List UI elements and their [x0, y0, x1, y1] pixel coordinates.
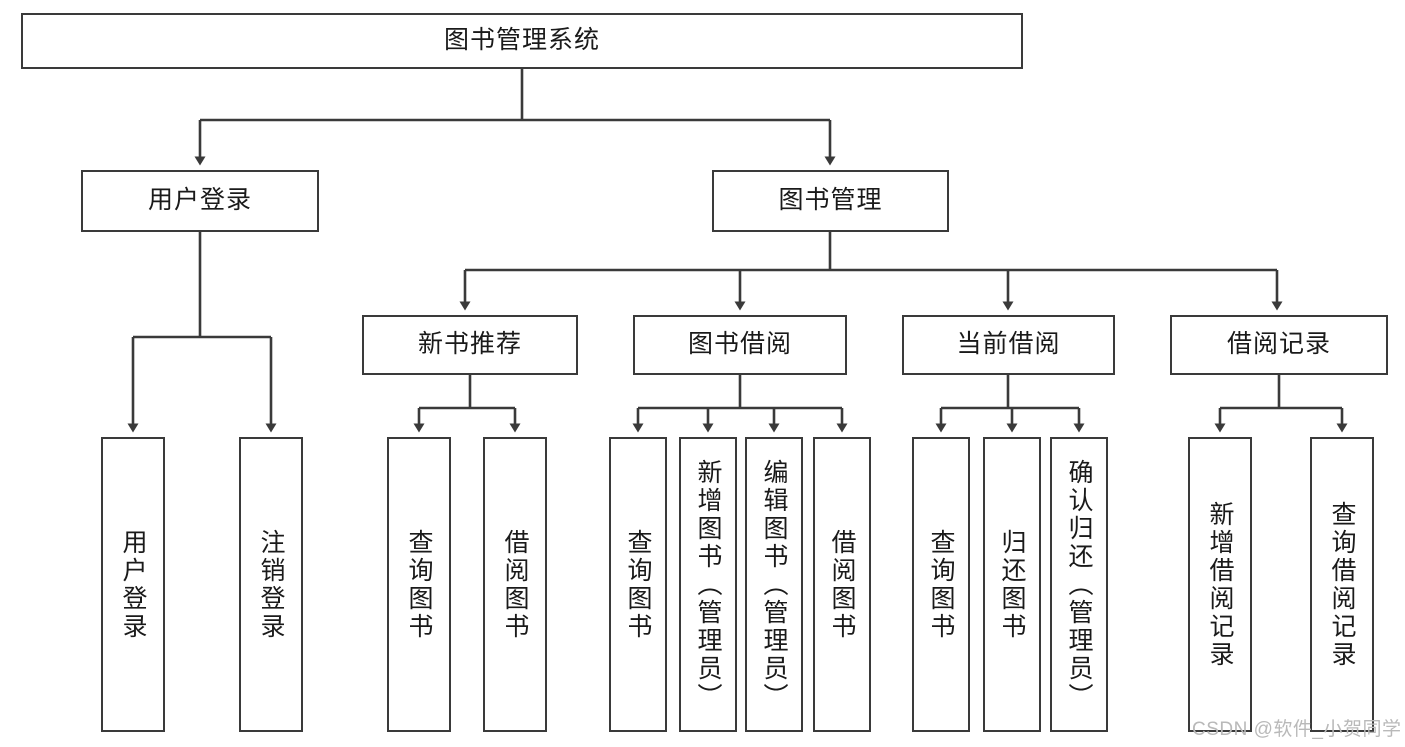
node-root[interactable]: 图书管理系统	[21, 13, 1023, 69]
watermark-text: CSDN @软件_小贺同学	[1192, 719, 1402, 740]
node-label: 图书管理系统	[443, 26, 600, 55]
node-label: 当前借阅	[956, 330, 1061, 359]
leaf-node[interactable]: 新增借阅记录	[1188, 437, 1252, 732]
node-label: 借阅记录	[1226, 330, 1331, 359]
node-label: 确认归还（管理员）	[1065, 458, 1093, 711]
node-level1-book-management[interactable]: 图书管理	[712, 170, 949, 232]
leaf-node[interactable]: 借阅图书	[813, 437, 871, 732]
leaf-node[interactable]: 新增图书（管理员）	[679, 437, 737, 732]
node-level2-current-borrow[interactable]: 当前借阅	[902, 315, 1115, 375]
node-label: 图书管理	[778, 186, 883, 215]
node-label: 新增借阅记录	[1206, 500, 1234, 669]
leaf-node[interactable]: 借阅图书	[483, 437, 547, 732]
node-level2-borrow-record[interactable]: 借阅记录	[1170, 315, 1388, 375]
leaf-node[interactable]: 编辑图书（管理员）	[745, 437, 803, 732]
node-label: 借阅图书	[828, 528, 856, 641]
node-label: 查询图书	[624, 528, 652, 641]
node-label: 归还图书	[998, 528, 1026, 641]
node-label: 查询图书	[405, 528, 433, 641]
node-level2-new-book-recommend[interactable]: 新书推荐	[362, 315, 578, 375]
leaf-node[interactable]: 查询借阅记录	[1310, 437, 1374, 732]
leaf-node[interactable]: 确认归还（管理员）	[1050, 437, 1108, 732]
node-label: 新增图书（管理员）	[694, 458, 722, 711]
node-label: 图书借阅	[687, 330, 792, 359]
leaf-node[interactable]: 归还图书	[983, 437, 1041, 732]
leaf-node[interactable]: 查询图书	[912, 437, 970, 732]
node-label: 用户登录	[119, 528, 147, 641]
leaf-node[interactable]: 用户登录	[101, 437, 165, 732]
node-label: 新书推荐	[417, 330, 522, 359]
node-label: 注销登录	[257, 528, 285, 641]
node-label: 借阅图书	[501, 528, 529, 641]
node-label: 查询图书	[927, 528, 955, 641]
node-level1-user-login[interactable]: 用户登录	[81, 170, 319, 232]
leaf-node[interactable]: 查询图书	[609, 437, 667, 732]
node-label: 编辑图书（管理员）	[760, 458, 788, 711]
node-level2-book-borrow[interactable]: 图书借阅	[633, 315, 847, 375]
leaf-node[interactable]: 查询图书	[387, 437, 451, 732]
node-label: 用户登录	[147, 186, 252, 215]
leaf-node[interactable]: 注销登录	[239, 437, 303, 732]
node-label: 查询借阅记录	[1328, 500, 1356, 669]
